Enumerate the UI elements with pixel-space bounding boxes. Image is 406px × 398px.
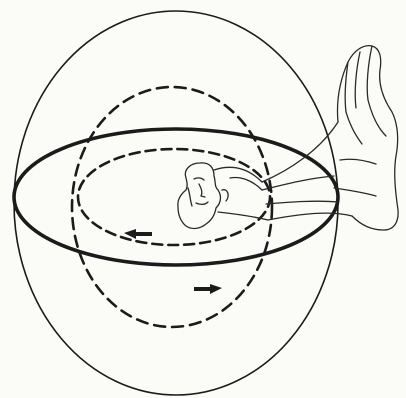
flow-arrow-left: [124, 229, 152, 239]
inner-dashed-loop: [72, 87, 272, 327]
raised-hand-figure: [262, 46, 398, 230]
head-figure: [178, 163, 268, 229]
flow-arrow-right: [194, 284, 222, 294]
innermost-dashed-loop: [78, 149, 270, 245]
outer-sphere: [14, 11, 338, 395]
